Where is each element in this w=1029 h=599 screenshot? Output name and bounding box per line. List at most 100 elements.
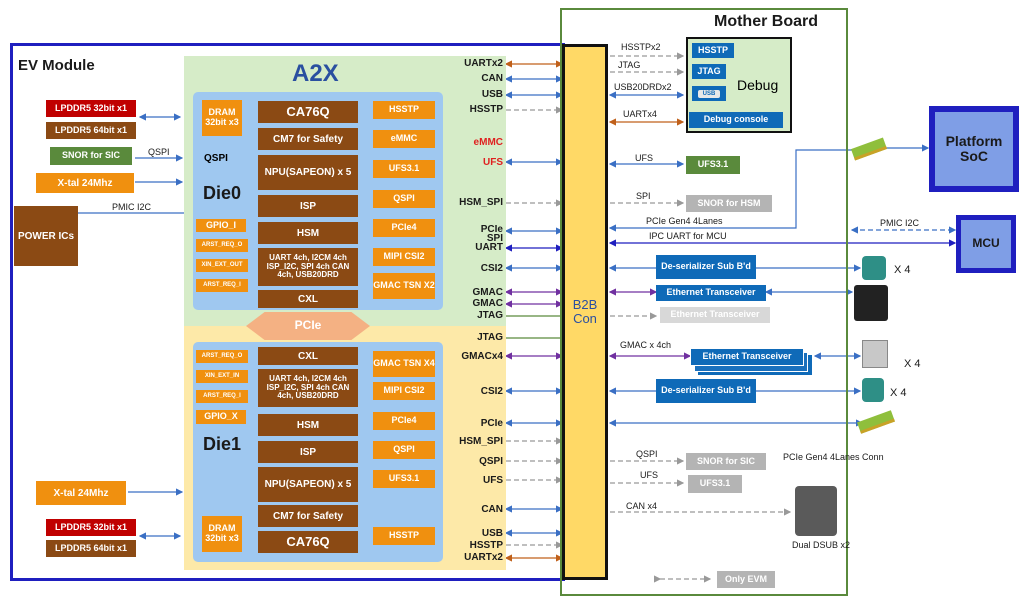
- die0-ca76q: CA76Q: [258, 101, 358, 123]
- die1-isp: ISP: [258, 441, 358, 463]
- die1-arst-req-o: ARST_REQ_O: [196, 350, 248, 363]
- pmic-i2c-left: PMIC I2C: [112, 202, 152, 212]
- sig-gmac-1: GMAC: [472, 287, 503, 298]
- lbl-usb20drd: USB20DRDx2: [614, 82, 672, 92]
- die1-xin-ext-in: XIN_EXT_IN: [196, 370, 248, 383]
- xtal-bottom: X-tal 24Mhz: [36, 481, 126, 505]
- usb-icon: USB: [698, 89, 720, 98]
- die1-ufs: UFS3.1: [373, 470, 435, 488]
- die1-gpio: GPIO_X: [196, 410, 246, 424]
- lbl-qspi-mb: QSPI: [636, 449, 658, 459]
- die1-title: Die1: [203, 434, 242, 454]
- ev-module-title: EV Module: [18, 57, 95, 74]
- die1-mipi: MIPI CSI2: [373, 382, 435, 400]
- die1-npu: NPU(SAPEON) x 5: [258, 467, 358, 502]
- die0-qspi: QSPI: [204, 153, 228, 164]
- die0-hsstp: HSSTP: [373, 101, 435, 119]
- lbl-ipc-uart: IPC UART for MCU: [649, 231, 727, 241]
- x4-a: X 4: [894, 264, 911, 276]
- fakra-connector-icon-2: [862, 378, 884, 402]
- xtal-top: X-tal 24Mhz: [36, 173, 134, 193]
- debug-hsstp: HSSTP: [692, 43, 734, 58]
- lbl-uartx4: UARTx4: [623, 109, 657, 119]
- power-ics: POWER ICs: [14, 206, 78, 266]
- ufs31-mb: UFS3.1: [686, 156, 740, 174]
- sig-usb-top: USB: [481, 89, 503, 100]
- die0-xin-ext-out: XIN_EXT_OUT: [196, 259, 248, 272]
- die0-gmac: GMAC TSN X2: [373, 273, 435, 299]
- ufs31-mb-2: UFS3.1: [688, 475, 742, 493]
- snor-sic-mb: SNOR for SIC: [686, 453, 766, 470]
- debug-usb: USB: [692, 86, 726, 101]
- die0-mipi: MIPI CSI2: [373, 248, 435, 266]
- platform-soc-inner: Platform SoC: [935, 112, 1013, 186]
- sig-hsm-spi-top: HSM_SPI: [459, 197, 503, 208]
- lbl-pmic-i2c-mb: PMIC I2C: [880, 218, 920, 228]
- sig-gmac-2: GMAC: [472, 298, 503, 309]
- die0-hsm: HSM: [258, 222, 358, 244]
- lbl-spi-mb: SPI: [636, 191, 651, 201]
- lbl-ufs-mb-2: UFS: [640, 470, 658, 480]
- sig-jtag-top: JTAG: [477, 310, 503, 321]
- die1-hsstp: HSSTP: [373, 527, 435, 545]
- mcu-label: MCU: [972, 236, 1000, 251]
- b2b-connector: B2B Con: [562, 44, 608, 580]
- eth-transceiver-2: Ethernet Transceiver: [660, 307, 770, 323]
- platform-soc: Platform SoC: [929, 106, 1019, 192]
- ethernet-jack-icon: [854, 285, 888, 321]
- lpddr5-64-bottom: LPDDR5 64bit x1: [46, 540, 136, 557]
- die0-dram: DRAM 32bit x3: [202, 100, 242, 136]
- die0-cm7: CM7 for Safety: [258, 128, 358, 150]
- die0-npu: NPU(SAPEON) x 5: [258, 155, 358, 190]
- die0-title: Die0: [203, 183, 242, 203]
- lpddr5-32-bottom: LPDDR5 32bit x1: [46, 519, 136, 536]
- sig-csi2-top: CSI2: [480, 263, 503, 274]
- sig-gmacx4: GMACx4: [461, 351, 503, 362]
- lbl-can-x4: CAN x4: [626, 501, 658, 511]
- lbl-gmac-4ch: GMAC x 4ch: [620, 340, 672, 350]
- eth-transceiver-1: Ethernet Transceiver: [656, 285, 766, 301]
- a2x-title: A2X: [292, 60, 339, 87]
- sig-ufs-bottom: UFS: [483, 475, 503, 486]
- die1-ca76q: CA76Q: [258, 531, 358, 553]
- debug-jtag: JTAG: [692, 64, 726, 79]
- sig-emmc: eMMC: [473, 137, 503, 148]
- sig-usb-bottom: USB: [481, 528, 503, 539]
- die0-gpio: GPIO_I: [196, 219, 246, 232]
- lbl-jtag-mb: JTAG: [618, 60, 641, 70]
- pcie-bridge-label: PCIe: [294, 318, 322, 333]
- lbl-ufs-mb: UFS: [635, 153, 653, 163]
- die0-emmc: eMMC: [373, 130, 435, 148]
- dsub-icon: [795, 486, 837, 536]
- sig-qspi-bottom: QSPI: [479, 456, 503, 467]
- die0-arst-req-o: ARST_REQ_O: [196, 239, 248, 252]
- qspi-label-left: QSPI: [148, 147, 170, 157]
- die1-gmac: GMAC TSN X4: [373, 351, 435, 377]
- snor-hsm: SNOR for HSM: [686, 195, 772, 212]
- pcie-bridge: PCIe: [246, 312, 370, 340]
- die1-dram: DRAM 32bit x3: [202, 516, 242, 552]
- sig-hsstp-bottom: HSSTP: [469, 540, 503, 551]
- die0-arst-req-i: ARST_REQ_I: [196, 279, 248, 292]
- sig-hsm-spi-bottom: HSM_SPI: [459, 436, 503, 447]
- deser-top: De-serializer Sub B'd: [656, 255, 756, 279]
- deser-bottom: De-serializer Sub B'd: [656, 379, 756, 403]
- debug-console: Debug console: [689, 112, 783, 128]
- sig-ufs-top: UFS: [483, 157, 503, 168]
- die1-pcie4: PCIe4: [373, 412, 435, 430]
- debug-title: Debug: [737, 77, 779, 93]
- sig-uartx2-bottom: UARTx2: [464, 552, 503, 563]
- die0-qspi-r: QSPI: [373, 190, 435, 208]
- die0-uart-block: UART 4ch, I2CM 4ch ISP_I2C, SPI 4ch CAN …: [258, 248, 358, 286]
- snor-sic-left: SNOR for SIC: [50, 147, 132, 165]
- sig-spi-top: SPI: [486, 233, 503, 244]
- sig-uart-top: UART: [475, 242, 503, 253]
- pcie-conn-label: PCIe Gen4 4Lanes Conn: [783, 452, 884, 462]
- sig-pcie-bottom: PCIe: [480, 418, 503, 429]
- die0-ufs: UFS3.1: [373, 160, 435, 178]
- mcu-inner: MCU: [961, 220, 1011, 268]
- b2b-label: B2B Con: [572, 296, 598, 326]
- x4-b: X 4: [904, 358, 921, 370]
- mcu: MCU: [956, 215, 1016, 273]
